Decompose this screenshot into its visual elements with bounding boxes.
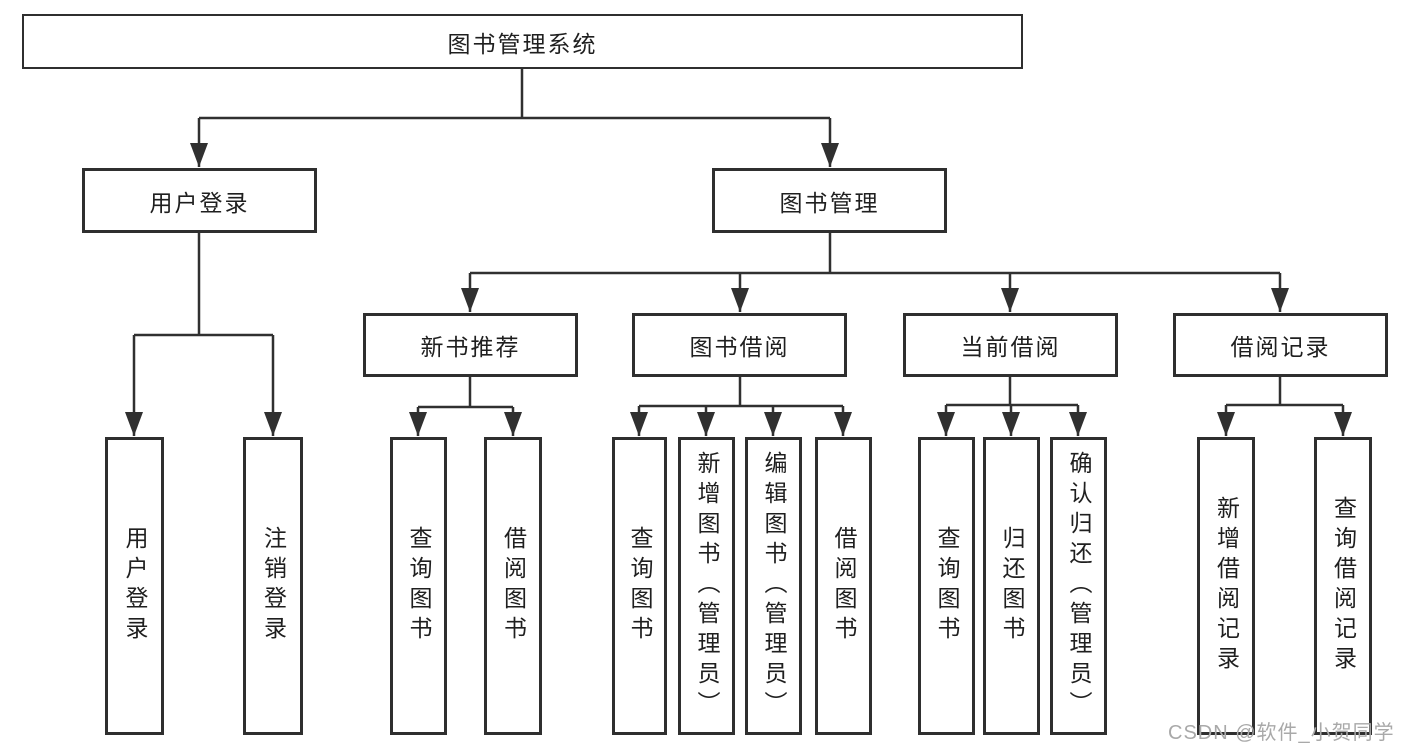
node-current-borrowing: 当前借阅 — [903, 313, 1118, 377]
node-new-book-recommend-label: 新书推荐 — [420, 334, 521, 360]
node-borrowing-records: 借阅记录 — [1173, 313, 1388, 377]
node-user-login-label: 用户登录 — [149, 189, 250, 216]
leaf-logout: 注销登录 — [243, 437, 303, 735]
node-current-borrowing-label: 当前借阅 — [960, 334, 1061, 360]
node-user-login: 用户登录 — [82, 168, 317, 233]
node-book-management: 图书管理 — [712, 168, 947, 233]
leaf-borrowing-borrow-books: 借阅图书 — [815, 437, 872, 735]
leaf-user-login: 用户登录 — [105, 437, 164, 735]
leaf-borrowing-add-book-admin: 新增图书（管理员） — [678, 437, 735, 735]
leaf-records-query-record: 查询借阅记录 — [1314, 437, 1372, 735]
leaf-current-confirm-return-admin: 确认归还（管理员） — [1050, 437, 1107, 735]
csdn-watermark: CSDN @软件_小贺同学 — [1168, 722, 1395, 744]
leaf-current-return-books: 归还图书 — [983, 437, 1040, 735]
node-book-borrowing-label: 图书借阅 — [689, 334, 790, 360]
leaf-records-add-record: 新增借阅记录 — [1197, 437, 1255, 735]
leaf-recommend-borrow-books: 借阅图书 — [484, 437, 542, 735]
leaf-borrowing-query-books: 查询图书 — [612, 437, 667, 735]
node-borrowing-records-label: 借阅记录 — [1230, 334, 1331, 360]
leaf-borrowing-edit-book-admin: 编辑图书（管理员） — [745, 437, 802, 735]
node-root: 图书管理系统 — [22, 14, 1023, 69]
node-book-borrowing: 图书借阅 — [632, 313, 847, 377]
leaf-recommend-query-books: 查询图书 — [390, 437, 447, 735]
arrow-icon — [125, 143, 1352, 436]
node-root-label: 图书管理系统 — [447, 30, 598, 57]
node-book-management-label: 图书管理 — [779, 189, 880, 216]
leaf-current-query-books: 查询图书 — [918, 437, 975, 735]
node-new-book-recommend: 新书推荐 — [363, 313, 578, 377]
